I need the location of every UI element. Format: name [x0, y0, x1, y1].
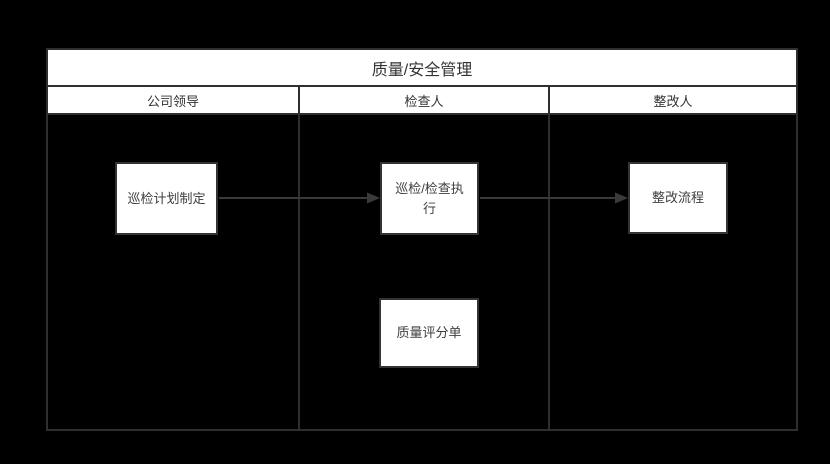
lane-body-inspector [300, 115, 550, 429]
flow-node-rectification-process[interactable]: 整改流程 [628, 162, 728, 234]
lane-header-label: 检查人 [404, 93, 444, 109]
lane-body-company-leadership [48, 115, 300, 429]
lane-header-rectifier: 整改人 [550, 87, 796, 113]
flow-node-label: 巡检/检查执行 [395, 181, 464, 216]
lane-header-row: 公司领导 检查人 整改人 [48, 87, 796, 115]
flow-node-label: 质量评分单 [396, 325, 462, 341]
diagram-title-bar: 质量/安全管理 [48, 50, 796, 87]
diagram-title: 质量/安全管理 [371, 61, 473, 79]
lane-header-label: 公司领导 [146, 93, 199, 109]
lane-header-label: 整改人 [653, 93, 693, 109]
swimlane-frame: 质量/安全管理 公司领导 检查人 整改人 [46, 48, 798, 431]
lane-header-company-leadership: 公司领导 [48, 87, 300, 113]
flow-node-inspection-execution[interactable]: 巡检/检查执行 [380, 162, 479, 235]
flow-node-inspection-plan[interactable]: 巡检计划制定 [115, 162, 218, 235]
flow-node-quality-score-sheet[interactable]: 质量评分单 [379, 298, 479, 368]
lane-header-inspector: 检查人 [300, 87, 550, 113]
flow-node-label: 巡检计划制定 [127, 190, 206, 206]
flow-node-label: 整改流程 [651, 190, 704, 206]
